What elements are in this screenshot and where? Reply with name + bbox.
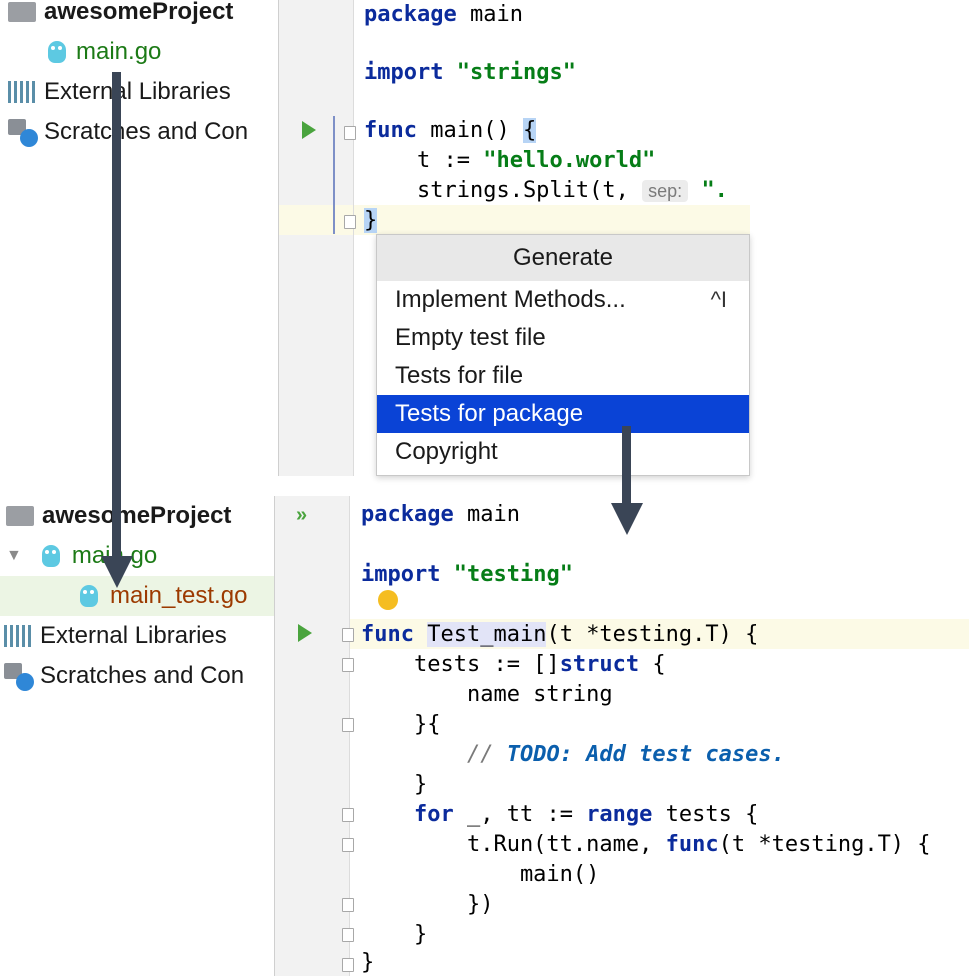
fold-icon[interactable] (344, 215, 356, 229)
code-line-3: import "strings" (364, 60, 576, 85)
menu-item-label: Tests for package (395, 400, 584, 427)
fold-icon[interactable] (342, 718, 354, 732)
project-name: awesomeProject (42, 502, 232, 529)
tree-item-main-go[interactable]: ▼ main.go (6, 536, 157, 576)
fold-icon[interactable] (342, 838, 354, 852)
top-gutter (279, 0, 353, 476)
arrow-shaft (112, 72, 121, 560)
go-file-icon (41, 545, 60, 567)
bottom-gutter (275, 496, 349, 976)
arrow-head (611, 503, 643, 535)
tree-item-external-libraries[interactable]: External Libraries (4, 616, 227, 656)
code-line-6: t := "hello.world" (364, 148, 656, 173)
run-all-icon[interactable]: » (296, 504, 308, 526)
tree-item-label: main.go (76, 38, 162, 65)
menu-item-label: Copyright (395, 438, 498, 465)
top-gutter-caret-highlight (279, 205, 353, 235)
go-test-file-icon (80, 585, 98, 607)
lightbulb-icon[interactable] (378, 590, 398, 610)
tree-item-scratches[interactable]: Scratches and Con (8, 112, 248, 152)
shortcut-label: ^I (710, 287, 727, 312)
menu-item-empty-test-file[interactable]: Empty test file (377, 319, 749, 357)
code-line-13: main() (361, 862, 600, 887)
generate-popup: Generate Implement Methods... ^I Empty t… (376, 234, 750, 476)
fold-icon[interactable] (342, 928, 354, 942)
top-panel-divider (278, 0, 279, 476)
top-gutter-divider (353, 0, 354, 476)
fold-icon[interactable] (344, 126, 356, 140)
menu-item-label: Tests for file (395, 362, 524, 389)
tree-item-external-libraries[interactable]: External Libraries (8, 72, 231, 112)
code-line-1: package main (364, 2, 523, 27)
selected-row-highlight (0, 576, 274, 616)
code-line-7: strings.Split(t, sep: ". (364, 178, 728, 203)
folder-icon (8, 2, 36, 22)
code-line-8: } (364, 208, 378, 233)
chevron-down-icon[interactable]: ▼ (6, 547, 22, 564)
tree-item-scratches[interactable]: Scratches and Con (4, 656, 244, 696)
code-line-12: t.Run(tt.name, func(t *testing.T) { (361, 832, 931, 857)
scratches-icon (4, 661, 34, 691)
fold-icon[interactable] (342, 628, 354, 642)
code-line-1: package main (361, 502, 520, 527)
arrow-head (101, 556, 133, 588)
go-file-icon (48, 41, 66, 63)
code-line-14: }) (361, 892, 494, 917)
run-icon[interactable] (302, 121, 316, 139)
project-root-row[interactable]: awesomeProject (6, 496, 231, 536)
popup-title: Generate (377, 235, 749, 281)
code-line-16: } (361, 950, 375, 975)
menu-item-tests-for-file[interactable]: Tests for file (377, 357, 749, 395)
code-line-3: import "testing" (361, 562, 573, 587)
libraries-icon (4, 625, 32, 647)
menu-item-implement-methods[interactable]: Implement Methods... ^I (377, 281, 749, 319)
menu-item-copyright[interactable]: Copyright (377, 433, 749, 471)
code-line-9: // TODO: Add test cases. (361, 742, 785, 767)
menu-item-tests-for-package[interactable]: Tests for package (377, 395, 749, 433)
tree-item-label: Scratches and Con (40, 662, 245, 689)
project-name: awesomeProject (44, 0, 234, 25)
code-line-7: name string (361, 682, 613, 707)
bottom-editor[interactable] (350, 496, 969, 976)
code-line-8: }{ (361, 712, 441, 737)
bottom-project-tree: awesomeProject ▼ main.go main_test.go Ex… (0, 496, 274, 976)
code-line-6: tests := []struct { (361, 652, 666, 677)
tree-item-label: External Libraries (40, 622, 227, 649)
code-line-15: } (361, 922, 428, 947)
code-line-5: func Test_main(t *testing.T) { (361, 622, 759, 647)
fold-icon[interactable] (342, 898, 354, 912)
scratches-icon (8, 117, 38, 147)
tree-item-label: External Libraries (44, 78, 231, 105)
fold-icon[interactable] (342, 658, 354, 672)
bottom-gutter-divider (349, 496, 350, 976)
libraries-icon (8, 81, 36, 103)
top-project-tree: awesomeProject main.go External Librarie… (0, 0, 278, 476)
menu-item-label: Implement Methods... (395, 286, 626, 313)
code-line-11: for _, tt := range tests { (413, 802, 759, 827)
fold-icon[interactable] (342, 958, 354, 972)
fold-icon[interactable] (342, 808, 354, 822)
caret-line-highlight (354, 205, 750, 235)
tree-item-main-go[interactable]: main.go (48, 32, 161, 72)
code-line-5: func main() { (364, 118, 537, 143)
parameter-hint: sep: (642, 180, 689, 202)
top-change-marker (333, 116, 335, 234)
run-icon[interactable] (298, 624, 312, 642)
folder-icon (6, 506, 34, 526)
bottom-panel-divider (274, 496, 275, 976)
project-root-row[interactable]: awesomeProject (8, 0, 233, 32)
tree-item-label: Scratches and Con (44, 118, 249, 145)
code-line-10: } (361, 772, 428, 797)
menu-item-label: Empty test file (395, 324, 546, 351)
arrow-shaft (622, 426, 631, 506)
